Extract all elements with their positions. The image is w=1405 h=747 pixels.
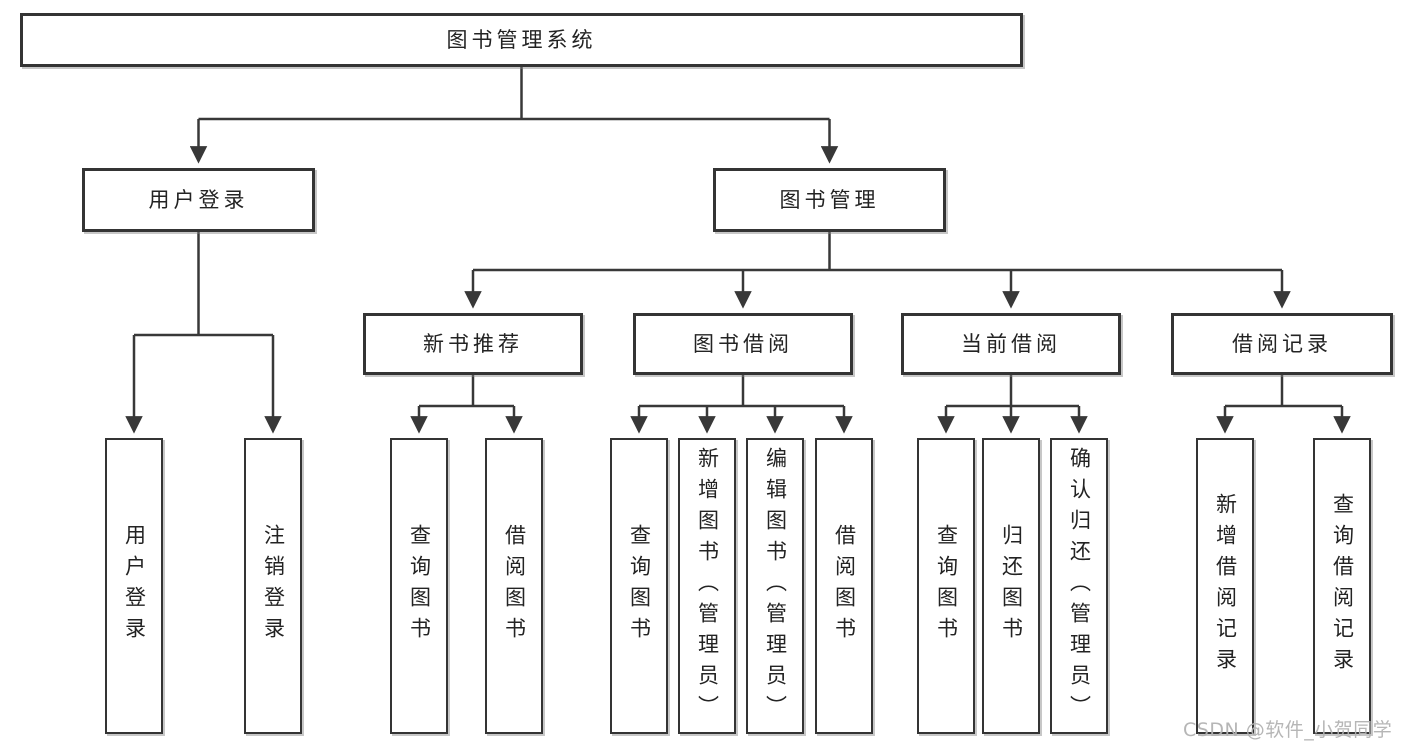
leaf-query-borrow-record-label: 查询借阅记录	[1330, 493, 1355, 679]
leaf-logout-label: 注销登录	[261, 524, 286, 648]
leaf-query-books-borrowing-label: 查询图书	[627, 524, 652, 648]
node-book-borrowing: 图书借阅	[633, 313, 853, 375]
node-book-borrowing-label: 图书借阅	[693, 331, 793, 356]
leaf-query-books-recommend: 查询图书	[390, 438, 448, 734]
leaf-query-books-borrowing: 查询图书	[610, 438, 668, 734]
node-new-book-recommend-label: 新书推荐	[423, 331, 523, 356]
node-library-system: 图书管理系统	[20, 13, 1023, 67]
connector-arrows	[125, 119, 1351, 434]
leaf-borrow-books-recommend: 借阅图书	[485, 438, 543, 734]
leaf-return-books: 归还图书	[982, 438, 1040, 734]
node-borrowing-records-label: 借阅记录	[1232, 331, 1332, 356]
node-current-borrowing-label: 当前借阅	[961, 331, 1061, 356]
leaf-add-borrow-record: 新增借阅记录	[1196, 438, 1254, 734]
leaf-logout: 注销登录	[244, 438, 302, 734]
leaf-user-login-label: 用户登录	[122, 524, 147, 648]
leaf-query-books-recommend-label: 查询图书	[407, 524, 432, 648]
leaf-add-books-admin: 新增图书（管理员）	[678, 438, 736, 734]
leaf-borrow-books-recommend-label: 借阅图书	[502, 524, 527, 648]
watermark-text: CSDN @软件_小贺同学	[1183, 719, 1393, 741]
leaf-user-login: 用户登录	[105, 438, 163, 734]
leaf-query-books-current-label: 查询图书	[934, 524, 959, 648]
node-user-login: 用户登录	[82, 168, 315, 232]
node-borrowing-records: 借阅记录	[1171, 313, 1393, 375]
node-user-login-label: 用户登录	[148, 187, 249, 212]
leaf-return-books-label: 归还图书	[999, 524, 1024, 648]
leaf-add-books-admin-label: 新增图书（管理员）	[695, 446, 720, 726]
leaf-borrow-books-borrowing-label: 借阅图书	[832, 524, 857, 648]
node-book-management: 图书管理	[713, 168, 946, 232]
leaf-query-books-current: 查询图书	[917, 438, 975, 734]
leaf-add-borrow-record-label: 新增借阅记录	[1213, 493, 1238, 679]
leaf-query-borrow-record: 查询借阅记录	[1313, 438, 1371, 734]
leaf-borrow-books-borrowing: 借阅图书	[815, 438, 873, 734]
leaf-edit-books-admin-label: 编辑图书（管理员）	[763, 446, 788, 726]
leaf-edit-books-admin: 编辑图书（管理员）	[746, 438, 804, 734]
node-library-system-label: 图书管理系统	[446, 27, 597, 52]
leaf-confirm-return-admin-label: 确认归还（管理员）	[1067, 446, 1092, 726]
node-book-management-label: 图书管理	[779, 187, 880, 212]
leaf-confirm-return-admin: 确认归还（管理员）	[1050, 438, 1108, 734]
node-new-book-recommend: 新书推荐	[363, 313, 583, 375]
node-current-borrowing: 当前借阅	[901, 313, 1121, 375]
